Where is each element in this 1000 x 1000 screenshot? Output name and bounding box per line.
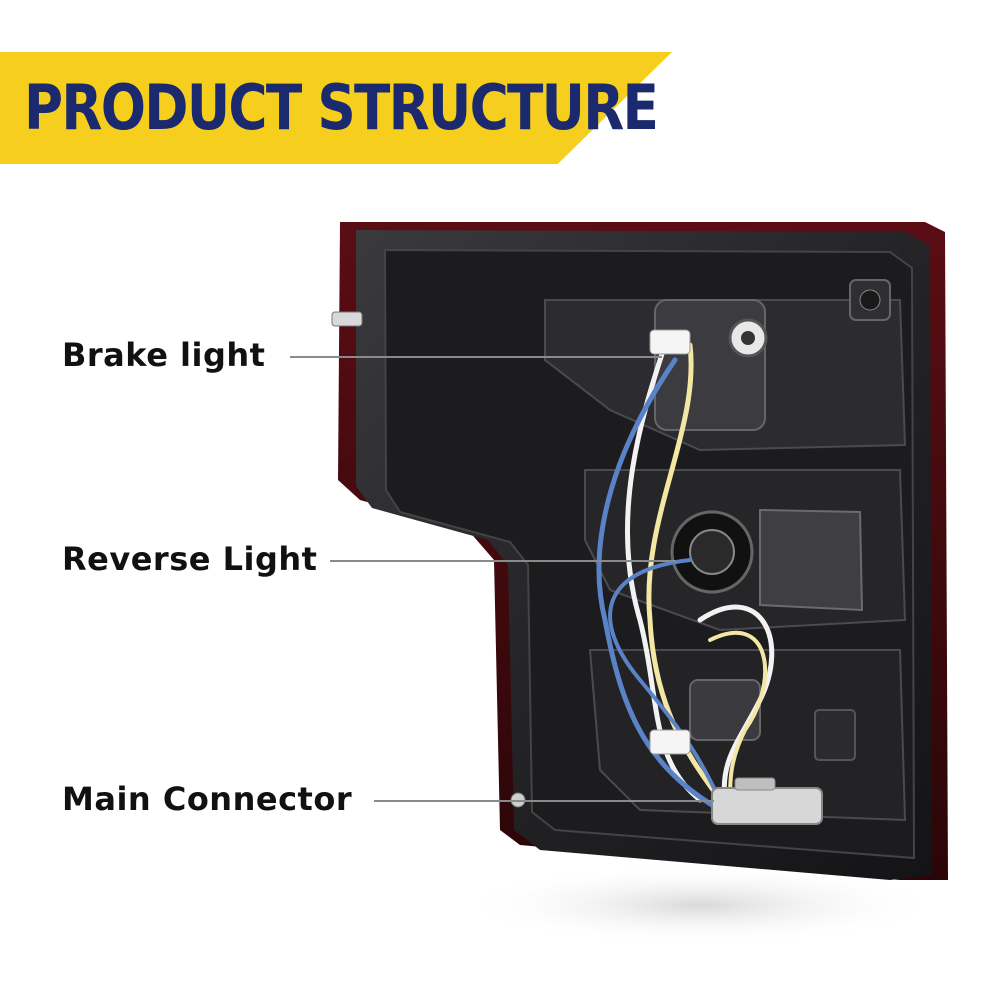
- header-banner: [0, 52, 672, 164]
- wire-clip-lower: [649, 729, 691, 755]
- wiring-harness: [596, 342, 775, 808]
- reverse-bulb-socket: [670, 508, 864, 612]
- callout-leader-main-connector: [374, 800, 714, 802]
- floor-shadow: [460, 865, 940, 945]
- mounting-stud-top-left: [331, 311, 363, 327]
- page-title: PRODUCT STRUCTURE: [24, 71, 659, 144]
- callout-label-main-connector: Main Connector: [62, 780, 353, 818]
- callout-label-reverse-light: Reverse Light: [62, 540, 318, 578]
- wire-clip-upper: [649, 329, 691, 355]
- callout-leader-reverse-light: [330, 560, 676, 562]
- lower-bulb-socket: [689, 679, 856, 761]
- callout-label-brake-light: Brake light: [62, 336, 266, 374]
- mounting-stud-top-right: [849, 279, 891, 321]
- main-connector-plug: [711, 777, 823, 825]
- callout-leader-brake-light: [290, 356, 662, 358]
